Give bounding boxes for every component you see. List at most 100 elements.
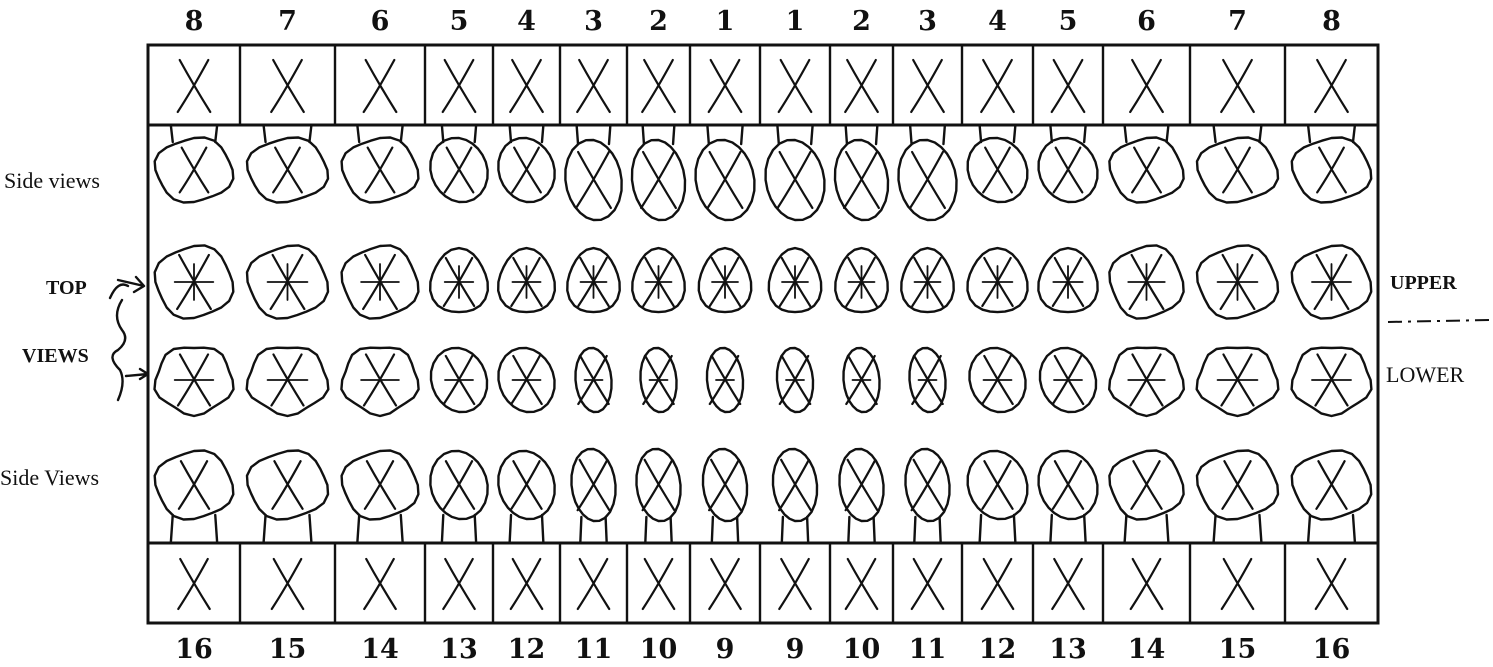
lower-side-mark: [444, 461, 474, 509]
lower-tooth-top-view: [341, 348, 418, 416]
lower-top-mark: [780, 356, 810, 404]
upper-box-mark: [1221, 60, 1254, 112]
upper-side-mark: [1054, 148, 1083, 193]
lower-box-mark: [364, 559, 396, 609]
lower-top-mark: [710, 356, 740, 404]
lower-side-mark: [1131, 461, 1161, 509]
upper-box-mark: [1130, 60, 1163, 112]
upper-label: UPPER: [1390, 272, 1457, 294]
lower-tooth-number: 12: [508, 634, 546, 665]
upper-lower-divider: [1388, 320, 1490, 322]
upper-side-mark: [1132, 148, 1161, 193]
views-label: VIEWS: [22, 345, 89, 367]
upper-box-mark: [779, 60, 812, 112]
lower-tooth-number: 10: [640, 634, 678, 665]
brace-arrow-top: [110, 277, 144, 298]
upper-side-mark: [910, 152, 945, 208]
upper-box-mark: [443, 60, 476, 112]
upper-tooth-number: 2: [649, 6, 668, 37]
lower-tooth-number: 16: [175, 634, 213, 665]
lower-side-mark: [982, 461, 1012, 509]
upper-tooth-number: 4: [988, 6, 1007, 37]
upper-box-mark: [845, 60, 878, 112]
upper-side-mark: [180, 148, 209, 193]
top-label: TOP: [46, 277, 87, 299]
lower-tooth-number: 14: [1128, 634, 1166, 665]
lower-box-mark: [1222, 559, 1254, 609]
lower-top-mark: [578, 356, 608, 404]
upper-tooth-number: 8: [1322, 6, 1341, 37]
upper-tooth-number: 5: [450, 6, 469, 37]
lower-side-mark: [1316, 461, 1346, 509]
upper-tooth-number: 1: [716, 6, 735, 37]
lower-box-mark: [1131, 559, 1163, 609]
lower-side-mark: [1053, 461, 1083, 509]
upper-box-mark: [510, 60, 543, 112]
upper-tooth-number: 4: [517, 6, 536, 37]
lower-box-mark: [779, 559, 811, 609]
lower-box-mark: [982, 559, 1014, 609]
upper-side-mark: [778, 152, 813, 208]
upper-tooth-number: 8: [185, 6, 204, 37]
lower-side-mark: [272, 461, 302, 509]
lower-label: LOWER: [1386, 362, 1465, 387]
lower-side-mark: [1222, 461, 1252, 509]
upper-side-mark: [512, 148, 541, 193]
lower-box-mark: [1316, 559, 1348, 609]
upper-box-mark: [911, 60, 944, 112]
lower-box-mark: [846, 559, 878, 609]
lower-side-mark: [846, 460, 878, 510]
brace-curve: [112, 300, 125, 400]
lower-tooth-top-view: [247, 348, 329, 416]
lower-tooth-number: 12: [979, 634, 1017, 665]
lower-side-mark: [779, 460, 811, 510]
lower-side-mark: [643, 460, 675, 510]
upper-side-mark: [445, 148, 474, 193]
lower-top-mark: [912, 356, 942, 404]
lower-side-mark: [179, 461, 209, 509]
upper-box-row-frame: [148, 45, 1378, 125]
upper-tooth-number: 6: [371, 6, 390, 37]
upper-box-mark: [364, 60, 397, 112]
lower-tooth-top-view: [1197, 348, 1279, 416]
upper-box-mark: [271, 60, 304, 112]
upper-box-mark: [577, 60, 610, 112]
lower-tooth-top-view: [1109, 348, 1184, 416]
lower-top-mark: [643, 356, 673, 404]
lower-box-mark: [511, 559, 543, 609]
lower-tooth-top-view: [155, 348, 234, 416]
upper-side-mark: [983, 148, 1012, 193]
lower-box-row-frame: [148, 543, 1378, 623]
upper-tooth-number: 5: [1059, 6, 1078, 37]
upper-side-mark: [641, 152, 676, 208]
lower-top-mark: [846, 356, 876, 404]
upper-side-mark: [1223, 148, 1252, 193]
lower-side-mark: [578, 460, 610, 510]
upper-side-mark: [1317, 148, 1346, 193]
upper-box-mark: [1052, 60, 1085, 112]
lower-box-mark: [643, 559, 675, 609]
lower-tooth-number: 11: [575, 634, 613, 665]
lower-tooth-number: 16: [1313, 634, 1351, 665]
upper-tooth-number: 7: [278, 6, 297, 37]
lower-box-mark: [709, 559, 741, 609]
brace-arrow-bottom: [126, 369, 148, 379]
lower-tooth-number: 15: [1219, 634, 1257, 665]
lower-box-mark: [578, 559, 610, 609]
upper-box-mark: [1315, 60, 1348, 112]
lower-tooth-number: 9: [786, 634, 805, 665]
lower-tooth-number: 13: [440, 634, 478, 665]
lower-tooth-number: 10: [843, 634, 881, 665]
upper-tooth-number: 1: [786, 6, 805, 37]
lower-tooth-number: 14: [361, 634, 399, 665]
lower-box-mark: [272, 559, 304, 609]
upper-tooth-number: 6: [1137, 6, 1156, 37]
upper-side-mark: [576, 152, 611, 208]
upper-side-mark: [844, 152, 879, 208]
upper-tooth-number: 3: [918, 6, 937, 37]
lower-box-mark: [178, 559, 210, 609]
upper-side-mark: [366, 148, 395, 193]
lower-tooth-number: 11: [909, 634, 947, 665]
upper-side-mark: [708, 152, 743, 208]
